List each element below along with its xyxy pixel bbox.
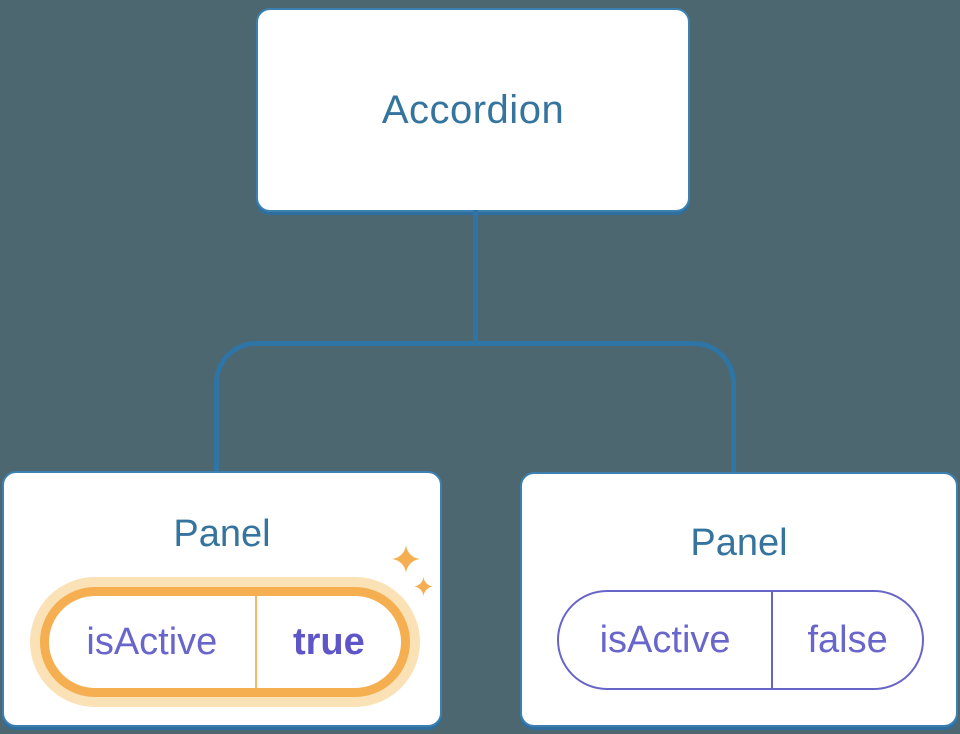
state-key: isActive bbox=[49, 596, 257, 688]
connector-stem bbox=[473, 210, 478, 346]
accordion-node-label: Accordion bbox=[381, 87, 565, 132]
state-pill-active: isActive true bbox=[40, 587, 410, 697]
panel-node-active: Panel isActive true bbox=[2, 471, 442, 727]
panel-node-label: Panel bbox=[690, 522, 788, 564]
state-pill-inactive: isActive false bbox=[557, 590, 924, 690]
state-value: true bbox=[292, 620, 365, 663]
state-key: isActive bbox=[559, 592, 774, 688]
sparkle-icon bbox=[414, 577, 433, 596]
panel-node-label: Panel bbox=[173, 513, 271, 555]
connector-branch bbox=[214, 341, 736, 472]
sparkle-icon bbox=[392, 545, 420, 573]
panel-node-inactive: Panel isActive false bbox=[520, 472, 958, 727]
accordion-node: Accordion bbox=[256, 8, 690, 212]
state-value: false bbox=[807, 618, 888, 661]
